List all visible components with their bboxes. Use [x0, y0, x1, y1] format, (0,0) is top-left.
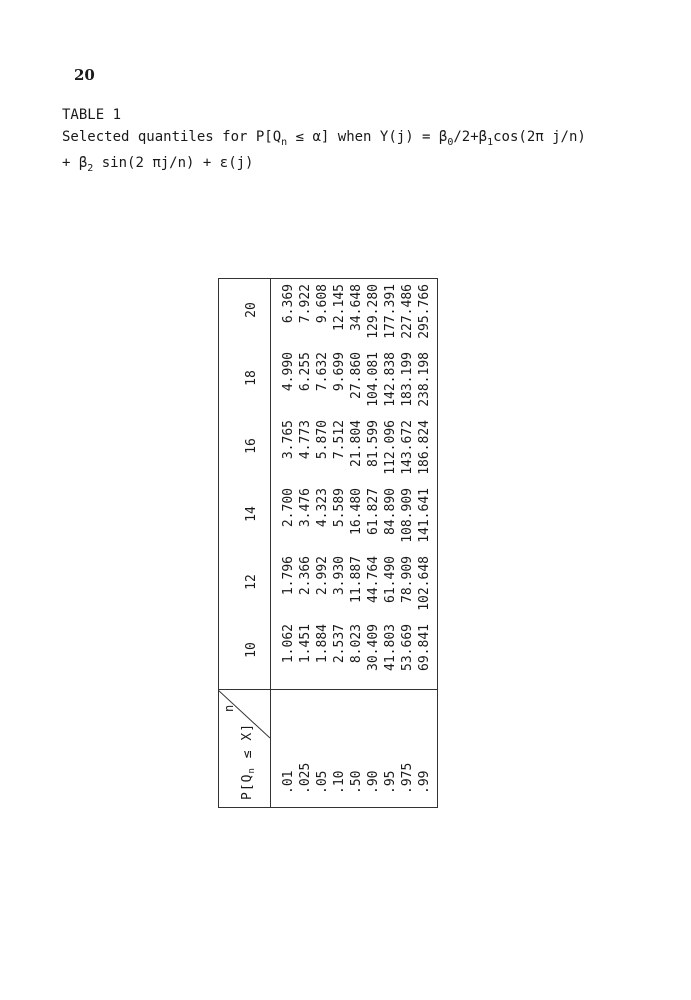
value-cell: 5.589 — [332, 488, 347, 528]
header-prob-text-b: ≤ X] — [240, 722, 255, 768]
value-cell: 4.990 — [281, 352, 296, 392]
caption-text-1b: ≤ α] when Y(j) = β — [287, 129, 448, 145]
value-cell: 16.480 — [349, 488, 364, 535]
prob-cell: .90 — [366, 770, 381, 794]
prob-cell: .99 — [417, 770, 432, 794]
column-header: 10 — [244, 642, 259, 658]
value-cell: 9.608 — [315, 284, 330, 324]
value-cell: 5.870 — [315, 420, 330, 460]
value-cell: 61.827 — [366, 488, 381, 535]
quantile-table-wrapper: P[Qn ≤ X] n .01 .025 .05 .10 .50 .90 .95… — [218, 278, 438, 808]
value-cell: 2.992 — [315, 556, 330, 596]
value-cell: 7.922 — [298, 284, 313, 324]
value-cell: 44.764 — [366, 556, 381, 603]
value-cell: 1.451 — [298, 624, 313, 664]
value-cell: 78.909 — [400, 556, 415, 603]
value-cell: 238.198 — [417, 352, 432, 407]
prob-cell: .975 — [400, 762, 415, 794]
caption-text-1c: /2+β — [453, 129, 488, 145]
value-cell: 9.699 — [332, 352, 347, 392]
header-probability: P[Qn ≤ X] — [240, 723, 257, 800]
value-cell: 84.890 — [383, 488, 398, 535]
prob-cell: .05 — [315, 770, 330, 794]
prob-cell: .95 — [383, 770, 398, 794]
value-cell: 102.648 — [417, 556, 432, 611]
header-diagonal — [218, 690, 270, 739]
value-cell: 1.796 — [281, 556, 296, 596]
value-cell: 4.773 — [298, 420, 313, 460]
value-cell: 21.804 — [349, 420, 364, 467]
value-cell: 183.199 — [400, 352, 415, 407]
value-cell: 186.824 — [417, 420, 432, 475]
value-cell: 53.669 — [400, 624, 415, 671]
quantile-table: P[Qn ≤ X] n .01 .025 .05 .10 .50 .90 .95… — [218, 278, 438, 808]
value-cell: 81.599 — [366, 420, 381, 467]
value-column: 1.796 2.366 2.992 3.930 11.887 44.764 61… — [280, 556, 433, 618]
header-n: n — [222, 704, 236, 712]
column-header: 18 — [244, 370, 259, 386]
value-cell: 34.648 — [349, 284, 364, 331]
value-cell: 7.632 — [315, 352, 330, 392]
value-cell: 6.369 — [281, 284, 296, 324]
value-column: 3.765 4.773 5.870 7.512 21.804 81.599 11… — [280, 420, 433, 482]
value-cell: 143.672 — [400, 420, 415, 475]
caption-sub-0: 0 — [447, 137, 454, 148]
caption-text-1d: cos(2π j/n) — [493, 129, 586, 145]
value-cell: 12.145 — [332, 284, 347, 331]
value-cell: 69.841 — [417, 624, 432, 671]
value-cell: 108.909 — [400, 488, 415, 543]
caption-text-1a: Selected quantiles for P[Q — [62, 129, 282, 145]
column-header: 12 — [244, 574, 259, 590]
value-cell: 3.476 — [298, 488, 313, 528]
value-cell: 2.700 — [281, 488, 296, 528]
value-cell: 142.838 — [383, 352, 398, 407]
value-cell: 6.255 — [298, 352, 313, 392]
value-cell: 295.766 — [417, 284, 432, 339]
value-cell: 30.409 — [366, 624, 381, 671]
value-column: 4.990 6.255 7.632 9.699 27.860 104.081 1… — [280, 352, 433, 414]
prob-cell: .50 — [349, 770, 364, 794]
value-cell: 8.023 — [349, 624, 364, 664]
value-cell: 4.323 — [315, 488, 330, 528]
probability-column: .01 .025 .05 .10 .50 .90 .95 .975 .99 — [280, 763, 433, 794]
value-cell: 41.803 — [383, 624, 398, 671]
table-caption: Selected quantiles for P[Qn ≤ α] when Y(… — [62, 127, 586, 179]
value-cell: 2.366 — [298, 556, 313, 596]
caption-sub-1: 1 — [487, 137, 494, 148]
value-cell: 3.765 — [281, 420, 296, 460]
value-cell: 129.280 — [366, 284, 381, 339]
column-header: 20 — [244, 302, 259, 318]
value-cell: 112.096 — [383, 420, 398, 475]
header-prob-sub: n — [247, 767, 257, 774]
page-number: 20 — [74, 66, 95, 84]
value-column: 2.700 3.476 4.323 5.589 16.480 61.827 84… — [280, 488, 433, 550]
table-label: TABLE 1 — [62, 107, 122, 123]
value-cell: 227.486 — [400, 284, 415, 339]
value-cell: 7.512 — [332, 420, 347, 460]
caption-text-2b: sin(2 πj/n) + ε(j) — [93, 155, 254, 171]
value-cell: 11.887 — [349, 556, 364, 603]
caption-text-2a: + β — [62, 155, 88, 171]
value-cell: 177.391 — [383, 284, 398, 339]
prob-cell: .01 — [281, 770, 296, 794]
value-cell: 3.930 — [332, 556, 347, 596]
caption-sub-n: n — [281, 137, 288, 148]
value-cell: 1.062 — [281, 624, 296, 664]
value-column: 1.062 1.451 1.884 2.537 8.023 30.409 41.… — [280, 624, 433, 686]
header-rule — [270, 278, 271, 808]
prob-cell: .10 — [332, 770, 347, 794]
column-header: 14 — [244, 506, 259, 522]
value-cell: 2.537 — [332, 624, 347, 664]
value-cell: 141.641 — [417, 488, 432, 543]
value-cell: 27.860 — [349, 352, 364, 399]
column-header: 16 — [244, 438, 259, 454]
value-column: 6.369 7.922 9.608 12.145 34.648 129.280 … — [280, 284, 433, 346]
caption-sub-2: 2 — [87, 163, 94, 174]
value-cell: 104.081 — [366, 352, 381, 407]
value-cell: 61.490 — [383, 556, 398, 603]
value-cell: 1.884 — [315, 624, 330, 664]
header-prob-text: P[Q — [240, 773, 255, 800]
prob-cell: .025 — [298, 762, 313, 794]
